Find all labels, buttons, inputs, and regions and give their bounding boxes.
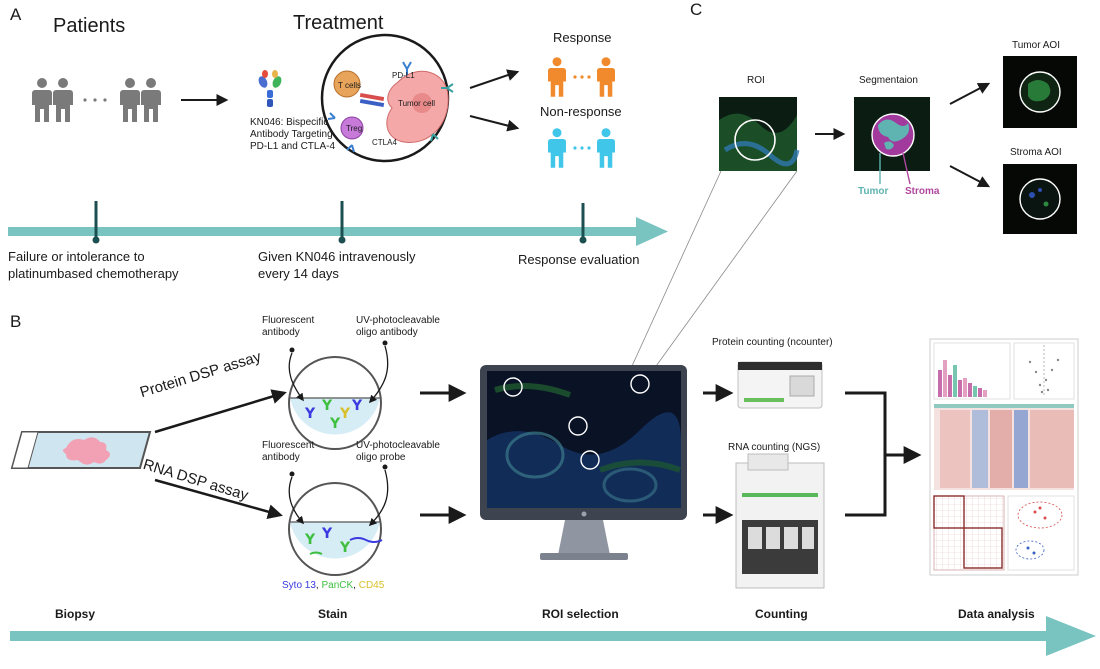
response-group — [548, 57, 615, 97]
svg-text:Y: Y — [304, 406, 316, 422]
stroma-aoi-image — [1003, 164, 1077, 234]
pca-plot-thumbnail — [1007, 495, 1075, 571]
merge-connector — [845, 391, 887, 517]
stroma-pointer — [902, 152, 911, 185]
tumor-aoi-image — [1003, 56, 1077, 128]
person-icon — [53, 78, 73, 122]
timeline-label-failure: Failure or intolerance to platinumbased … — [8, 249, 179, 281]
arrow-to-response — [469, 69, 520, 89]
heatmap-thumbnail — [934, 404, 1074, 490]
correlation-matrix-thumbnail — [933, 495, 1005, 571]
arrow-to-stroma-aoi — [949, 165, 991, 188]
nonresponse-group — [548, 128, 615, 168]
ngs-instrument — [735, 453, 825, 589]
nonresponse-label: Non-response — [540, 104, 622, 119]
tumor-cell-label: Tumor cell — [398, 99, 436, 108]
svg-text:Y: Y — [329, 416, 341, 432]
pdl1-label: PD-L1 — [392, 71, 415, 80]
panel-label-c: C — [690, 0, 703, 19]
cd45-label: CD45 — [358, 580, 385, 591]
volcano-plot-thumbnail — [1013, 342, 1075, 400]
zoom-line — [631, 170, 722, 367]
step-stain: Stain — [318, 607, 348, 621]
svg-text:Y: Y — [339, 406, 351, 422]
monitor — [480, 365, 687, 560]
svg-text:Y: Y — [321, 526, 333, 542]
patients-title: Patients — [53, 15, 126, 37]
person-icon — [548, 57, 566, 97]
panck-label: PanCK — [321, 580, 354, 591]
zoom-line — [645, 170, 798, 381]
rna-stain-dish: Y Y Y — [288, 464, 389, 576]
panel-label-b: B — [10, 312, 22, 331]
protein-stain-dish: Y Y Y Y Y — [288, 340, 389, 450]
timeline-b — [10, 616, 1096, 656]
stain-legend: Syto 13, PanCK, CD45 — [282, 580, 385, 591]
response-label: Response — [553, 30, 612, 45]
tumor-segment-label: Tumor — [858, 186, 889, 197]
arrow-protein-assay — [154, 389, 287, 434]
step-counting: Counting — [755, 607, 808, 621]
arrow-to-tumor-aoi — [949, 82, 991, 105]
person-icon — [141, 78, 161, 122]
rna-counting-label: RNA counting (NGS) — [728, 442, 821, 453]
timeline-label-dosing: Given KN046 intravenously every 14 days — [258, 249, 416, 281]
bar-plot-thumbnail — [933, 342, 1011, 400]
fluorescent-antibody-label-rna: Fluorescent antibody — [262, 440, 315, 463]
svg-text:Y: Y — [321, 398, 333, 414]
treatment-mechanism-circle — [320, 33, 454, 163]
protein-counting-label: Protein counting (ncounter) — [712, 337, 833, 348]
stroma-aoi-label: Stroma AOI — [1010, 147, 1062, 158]
segmentation-image — [854, 97, 930, 171]
tcells-label: T cells — [338, 81, 361, 90]
svg-text:Y: Y — [351, 398, 363, 414]
bispecific-antibody-icon — [258, 70, 282, 107]
ctla4-label: CTLA4 — [372, 138, 397, 147]
fluorescent-antibody-label-protein: Fluorescent antibody — [262, 315, 315, 338]
person-icon — [548, 128, 566, 168]
treg-label: Treg — [346, 124, 363, 133]
drug-caption: KN046: Bispecific Antibody Targeting PD-… — [250, 117, 336, 152]
svg-text:Y: Y — [304, 532, 316, 548]
person-icon — [597, 57, 615, 97]
biopsy-slide — [10, 431, 152, 469]
segmentation-label: Segmentaion — [859, 75, 918, 86]
uv-oligo-antibody-label: UV-photocleavable oligo antibody — [356, 315, 440, 338]
timeline-a — [8, 201, 668, 246]
arrow-to-nonresponse — [469, 115, 520, 132]
step-roi-selection: ROI selection — [542, 607, 619, 621]
person-icon — [32, 78, 52, 122]
svg-text:Y: Y — [339, 540, 351, 556]
tumor-aoi-label: Tumor AOI — [1012, 40, 1060, 51]
roi-label: ROI — [747, 75, 765, 86]
person-icon — [120, 78, 140, 122]
panel-label-a: A — [10, 5, 22, 24]
person-icon — [597, 128, 615, 168]
step-biopsy: Biopsy — [55, 607, 96, 621]
treatment-title: Treatment — [293, 12, 384, 34]
roi-image — [719, 97, 800, 171]
uv-oligo-probe-label: UV-photocleavable oligo probe — [356, 440, 440, 463]
data-analysis-panel — [929, 338, 1079, 576]
patients-group — [32, 78, 161, 122]
ncounter-instrument — [737, 361, 823, 409]
timeline-label-evaluation: Response evaluation — [518, 252, 640, 267]
step-data-analysis: Data analysis — [958, 607, 1035, 621]
syto-label: Syto 13 — [282, 580, 316, 591]
arrow-rna-assay — [154, 478, 283, 519]
stroma-segment-label: Stroma — [905, 186, 940, 197]
